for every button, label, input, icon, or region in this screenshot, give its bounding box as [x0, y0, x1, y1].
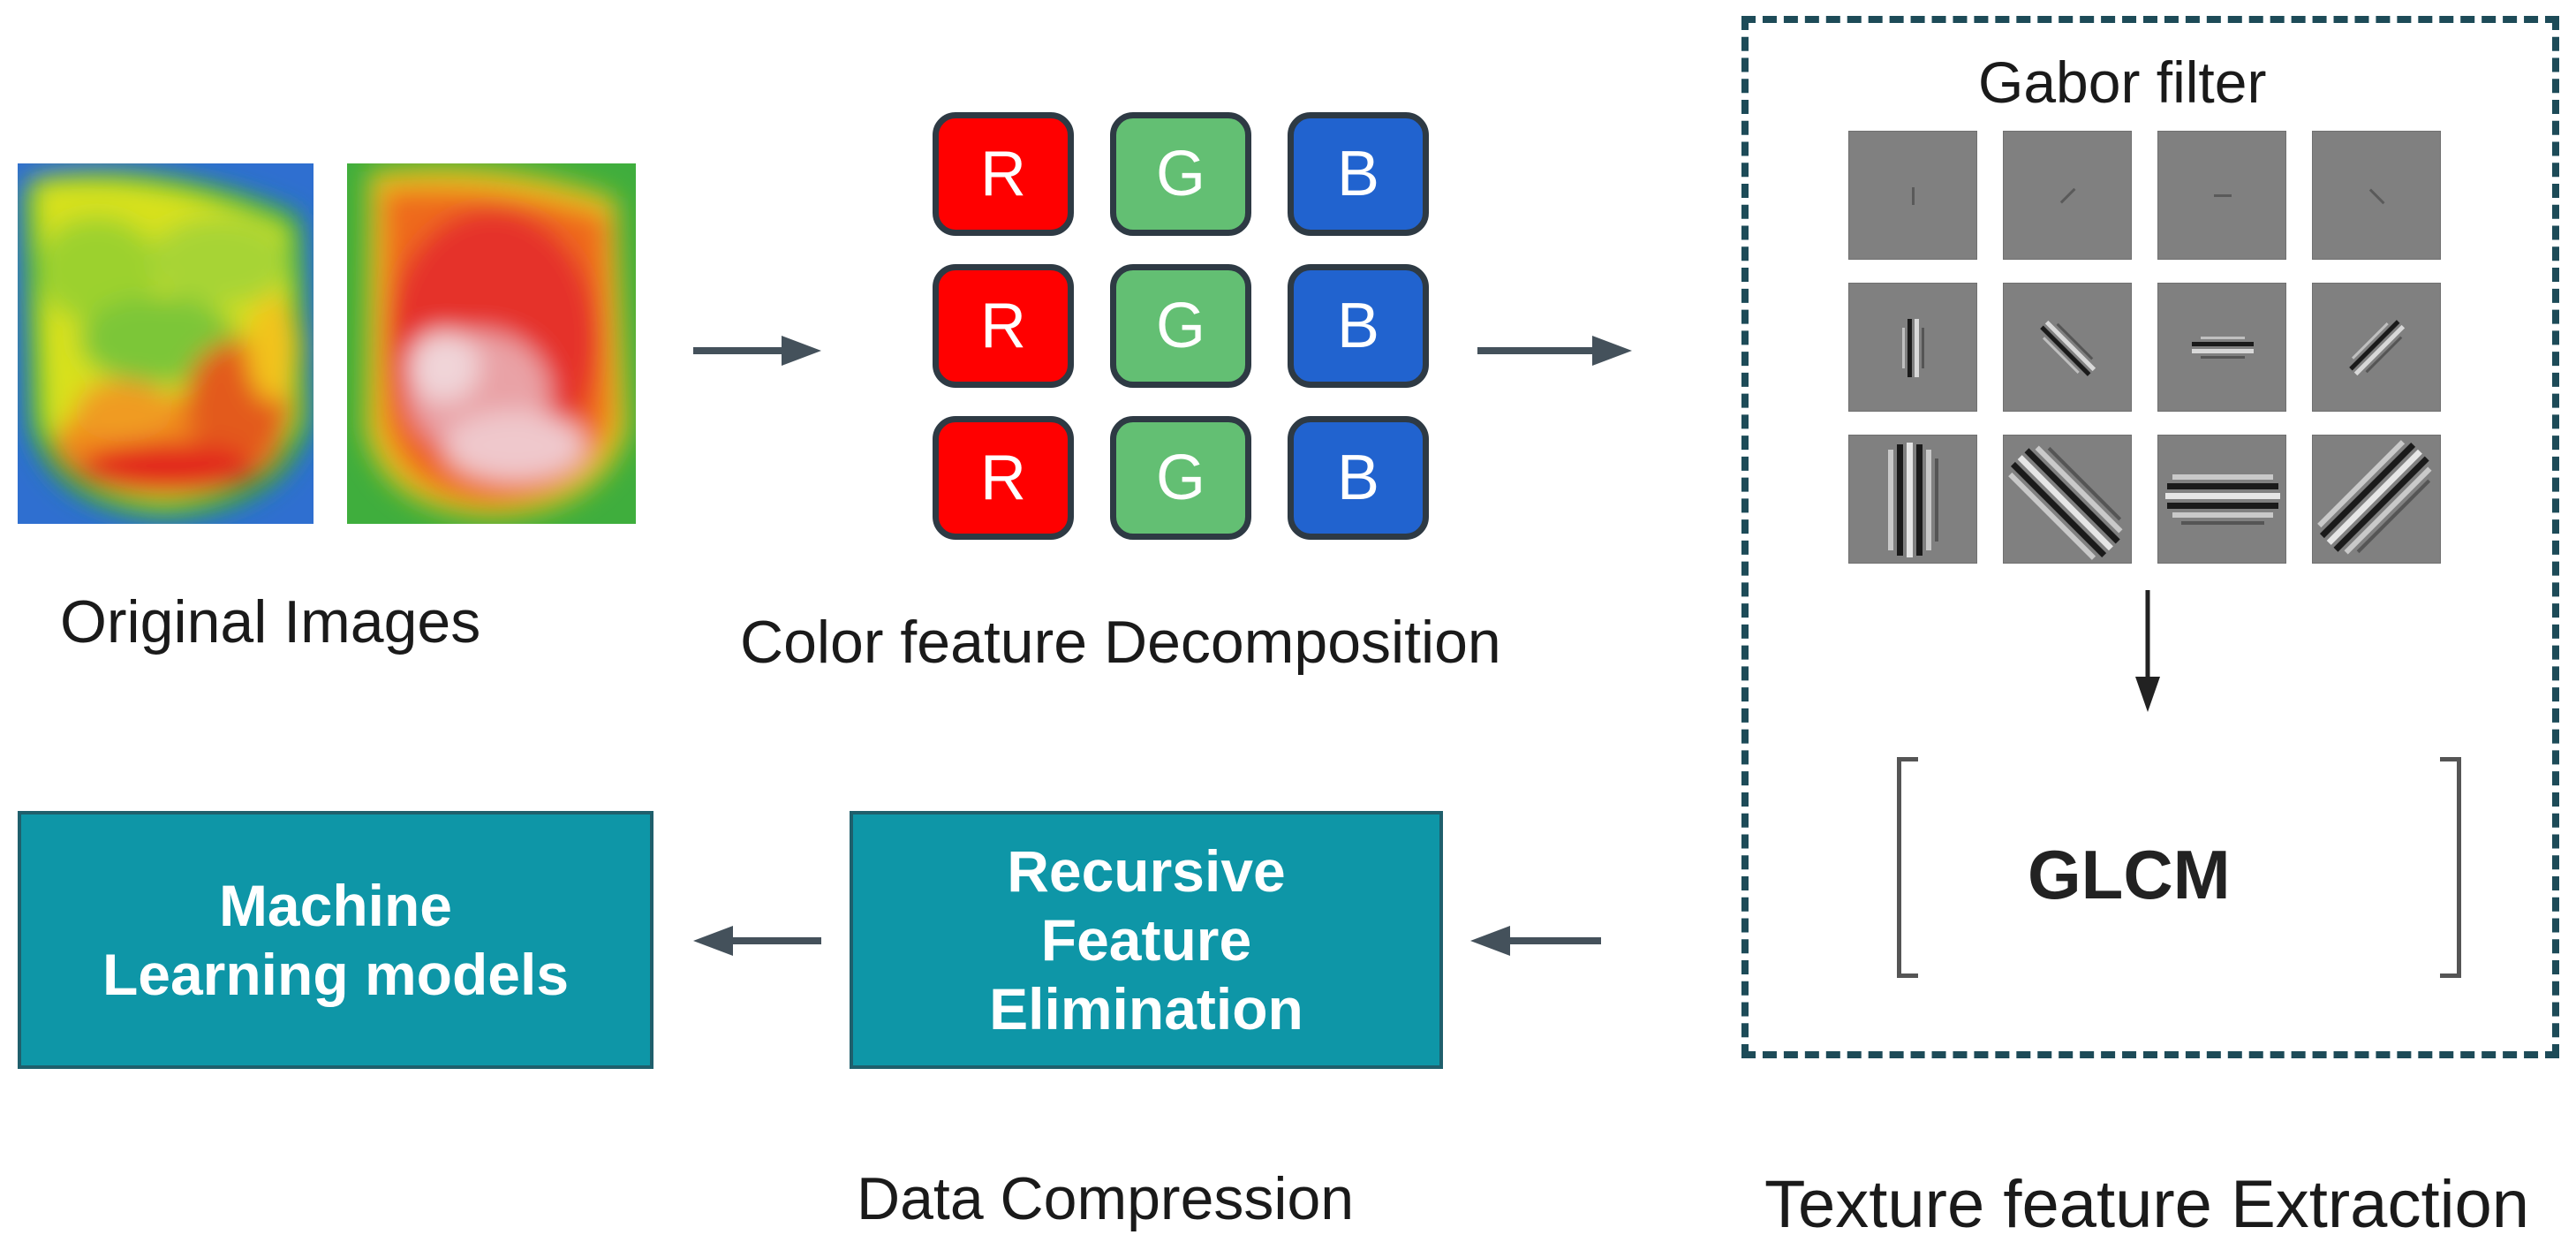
thermal-image-1: [18, 163, 314, 524]
gabor-filter-bank: [1848, 131, 2466, 564]
gabor-kernel: [2157, 131, 2286, 260]
rfe-box: Recursive Feature Elimination: [850, 811, 1443, 1069]
gabor-kernel: [2157, 283, 2286, 412]
thermal-image-2: [347, 163, 636, 524]
rfe-line-2: Feature: [1040, 907, 1252, 973]
arrow-left-icon: [693, 926, 821, 956]
channel-b: B: [1288, 416, 1429, 540]
arrow-left-icon: [1470, 926, 1601, 956]
gabor-kernel: [1848, 131, 1977, 260]
gabor-kernel: [1848, 283, 1977, 412]
texture-extraction-label: Texture feature Extraction: [1764, 1167, 2529, 1242]
channel-r: R: [933, 416, 1074, 540]
channel-r: R: [933, 264, 1074, 388]
channel-g: G: [1110, 112, 1251, 236]
glcm-label: GLCM: [2028, 836, 2231, 913]
ml-line-1: Machine: [218, 873, 453, 938]
channel-g: G: [1110, 264, 1251, 388]
glcm-left-bracket: [1897, 757, 1918, 978]
arrow-right-icon: [1477, 336, 1632, 366]
channel-g: G: [1110, 416, 1251, 540]
rfe-line-3: Elimination: [989, 976, 1303, 1042]
rfe-line-1: Recursive: [1007, 838, 1286, 904]
gabor-kernel: [2003, 283, 2132, 412]
gabor-kernel: [1848, 435, 1977, 564]
gabor-kernel: [2003, 131, 2132, 260]
ml-models-box: Machine Learning models: [18, 811, 653, 1069]
color-decomposition-label: Color feature Decomposition: [740, 609, 1501, 676]
gabor-kernel: [2157, 435, 2286, 564]
gabor-kernel: [2003, 435, 2132, 564]
gabor-filter-title: Gabor filter: [1978, 49, 2267, 115]
texture-extraction-panel: [1741, 16, 2559, 1058]
glcm-right-bracket: [2440, 757, 2461, 978]
channel-b: B: [1288, 264, 1429, 388]
arrow-down-icon: [2135, 590, 2160, 712]
gabor-kernel: [2312, 435, 2441, 564]
ml-line-2: Learning models: [102, 942, 570, 1007]
rgb-channel-grid: R G B R G B R G B: [933, 112, 1436, 540]
original-images-label: Original Images: [60, 588, 481, 655]
gabor-kernel: [2312, 283, 2441, 412]
channel-b: B: [1288, 112, 1429, 236]
channel-r: R: [933, 112, 1074, 236]
arrow-right-icon: [693, 336, 821, 366]
gabor-kernel: [2312, 131, 2441, 260]
data-compression-label: Data Compression: [857, 1165, 1355, 1232]
